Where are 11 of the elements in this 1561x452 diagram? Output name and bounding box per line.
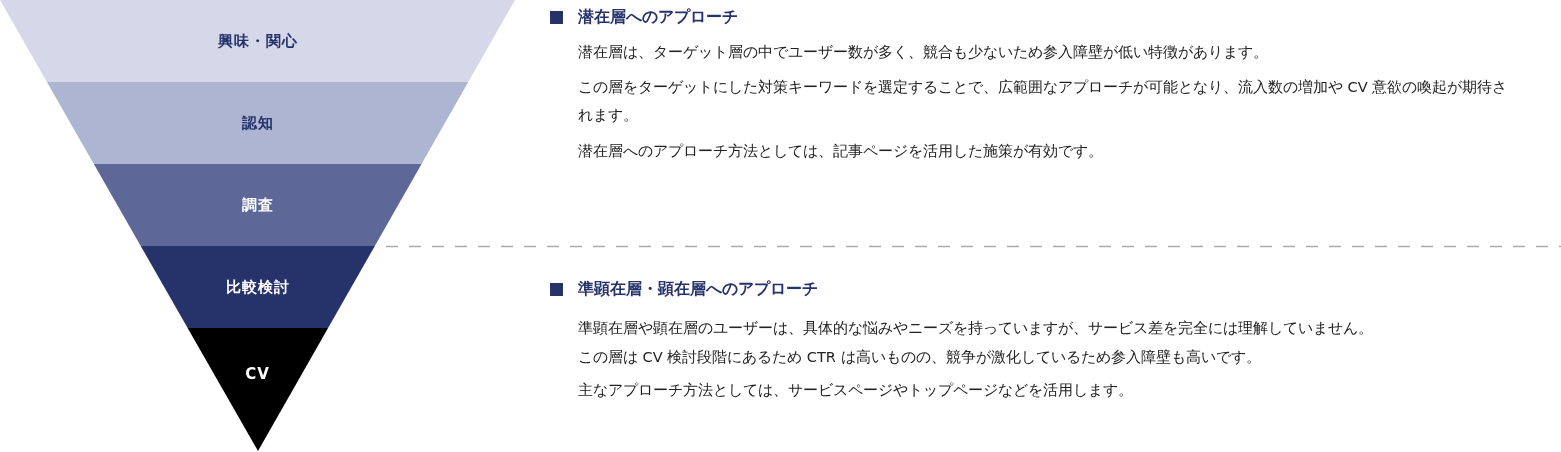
body-text: 潜在層は、ターゲット層の中でユーザー数が多く、競合も少ないため参入障壁が低い特徴があります。 [578, 43, 1269, 62]
body-text: 潜在層へのアプローチ方法としては、記事ページを活用した施策が有効です。 [578, 142, 1104, 161]
body-text: 主なアプローチ方法としては、サービスページやトップページなどを活用します。 [578, 381, 1134, 400]
section-heading: 準顕在層・顕在層へのアプローチ [578, 279, 819, 300]
body-text: この層は CV 検討段階にあるため CTR は高いものの、競争が激化しているため参入障壁も高いです。 [578, 348, 1262, 367]
section-heading: 潜在層へのアプローチ [578, 7, 739, 28]
funnel-band: 興味・関心 [0, 0, 515, 82]
funnel-band: 比較検討 [0, 246, 515, 328]
body-text: 準顕在層や顕在層のユーザーは、具体的な悩みやニーズを持っていますが、サービス差を完全には理解していません。 [578, 319, 1374, 338]
body-text: この層をターゲットにした対策キーワードを選定することで、広範囲なアプローチが可能となり、流入数の増加や CV 意欲の喚起が期待されます。 [578, 78, 1509, 125]
funnel-band: CV [0, 328, 515, 451]
